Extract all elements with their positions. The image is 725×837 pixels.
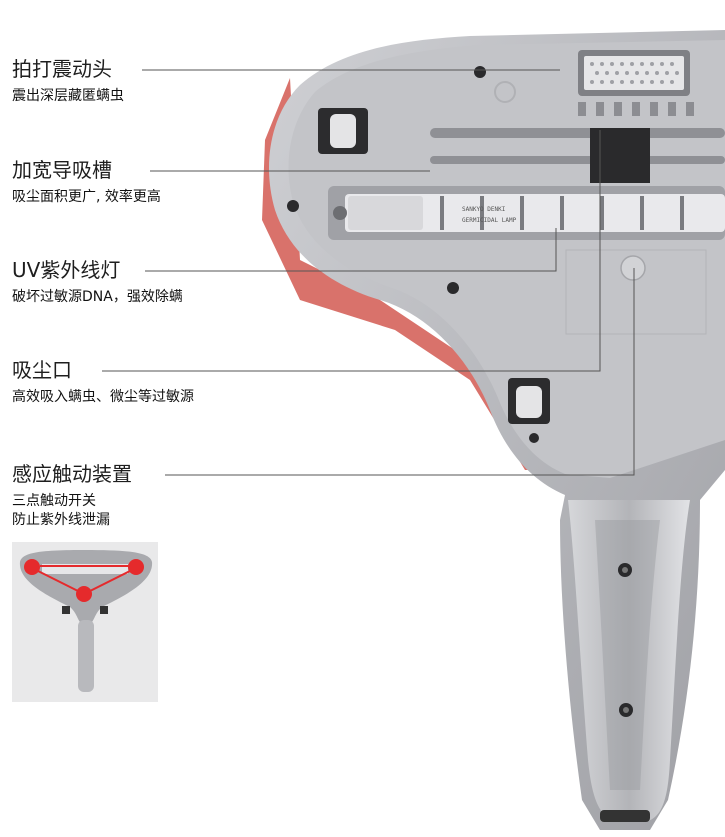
feature-title: UV紫外线灯 [12,258,121,282]
feature-beater-head: 拍打震动头 震出深层藏匿螨虫 [12,57,124,106]
touch-sensor [620,255,646,281]
feature-title: 吸尘口 [12,358,72,382]
feature-desc: 破坏过敏源DNA，强效除螨 [12,289,183,305]
feature-suction-port: 吸尘口 高效吸入螨虫、微尘等过敏源 [12,358,194,407]
feature-desc: 吸尘面积更广, 效率更高 [12,189,161,205]
sensor-dot-right [128,559,144,575]
feature-desc: 震出深层藏匿螨虫 [12,88,124,104]
feature-title: 拍打震动头 [12,57,112,81]
feature-title: 感应触动装置 [12,462,132,486]
feature-touch-sensor: 感应触动装置 三点触动开关 防止紫外线泄漏 [12,462,132,530]
sensor-thumbnail [12,542,158,702]
feature-wide-suction-groove: 加宽导吸槽 吸尘面积更广, 效率更高 [12,158,161,207]
feature-desc: 高效吸入螨虫、微尘等过敏源 [12,389,194,405]
feature-title: 加宽导吸槽 [12,158,112,182]
feature-desc: 三点触动开关 [12,493,96,509]
uv-lamp-model: GERMICIDAL LAMP [462,217,517,224]
device-handle [568,500,690,822]
uv-lamp-brand: SANKYO DENKI [462,206,506,213]
sensor-dot-left [24,559,40,575]
sensor-thumbnail-illustration [19,550,153,692]
feature-desc: 防止紫外线泄漏 [12,512,110,528]
sensor-dot-center [76,586,92,602]
feature-uv-lamp: UV紫外线灯 破坏过敏源DNA，强效除螨 [12,258,183,307]
